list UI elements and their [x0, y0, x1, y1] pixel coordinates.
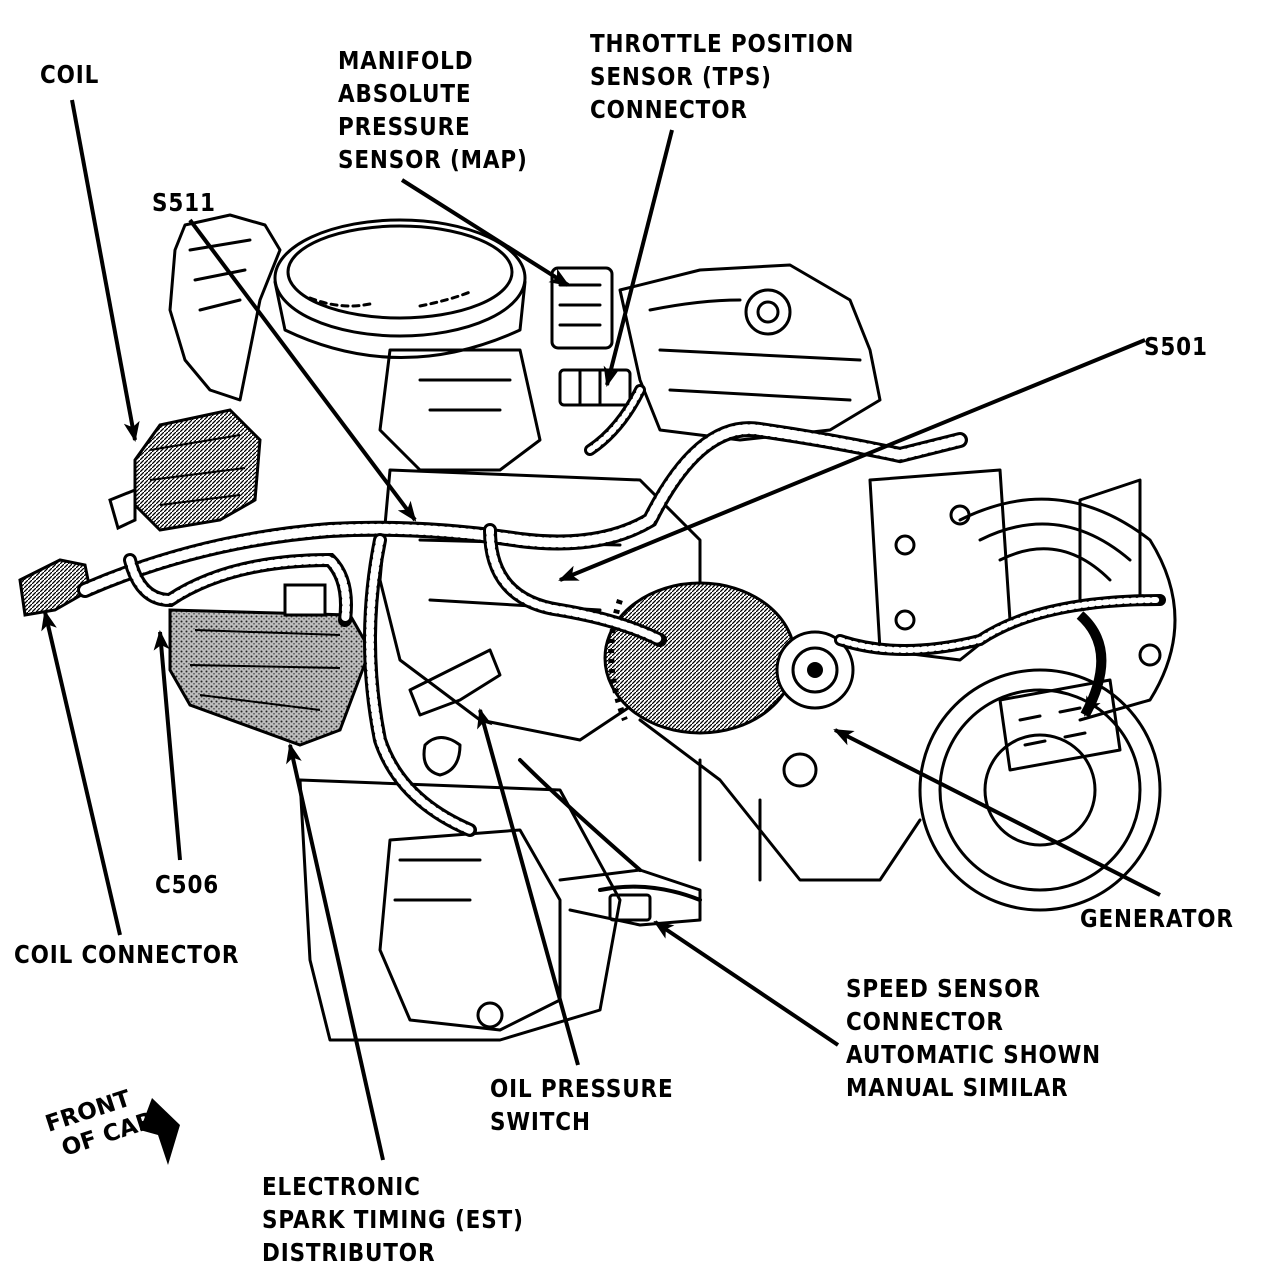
bracket	[998, 678, 1122, 772]
speed-sensor-leader	[653, 920, 840, 1047]
est-leader	[286, 743, 385, 1161]
label-s511: S511	[152, 188, 216, 217]
label-speed-sensor-connector: SPEED SENSOR CONNECTOR AUTOMATIC SHOWN M…	[846, 974, 1102, 1102]
label-est-distributor: ELECTRONIC SPARK TIMING (EST) DISTRIBUTO…	[262, 1172, 524, 1267]
engine-block	[378, 468, 702, 742]
est-distributor	[168, 583, 372, 747]
label-oil-pressure-switch: OIL PRESSURE SWITCH	[490, 1074, 674, 1136]
s501-leader	[558, 338, 1146, 582]
rotation-arrow	[1076, 611, 1107, 718]
label-s501: S501	[1144, 332, 1208, 361]
front-of-car-arrow	[140, 1098, 180, 1165]
intake-manifold	[168, 213, 282, 402]
generator	[603, 581, 855, 735]
fan-pulley	[958, 497, 1177, 722]
label-generator: GENERATOR	[1080, 904, 1234, 933]
oil-pressure-switch	[408, 648, 502, 717]
label-coil-connector: COIL CONNECTOR	[14, 940, 240, 969]
coil-leader	[70, 99, 140, 442]
leader-lines	[41, 99, 1161, 1161]
speed-sensor-bracket	[558, 868, 702, 927]
map-sensor	[550, 266, 614, 350]
generator-leader	[833, 728, 1161, 897]
tps-leader	[603, 129, 674, 387]
valve-cover	[618, 263, 882, 442]
c506-leader	[153, 630, 182, 861]
distributor-base	[378, 828, 562, 1032]
map-leader	[400, 178, 570, 287]
tps-connector	[558, 368, 632, 407]
label-map-sensor: MANIFOLD ABSOLUTE PRESSURE SENSOR (MAP)	[338, 46, 528, 174]
crank-pulley	[918, 668, 1162, 912]
label-c506: C506	[155, 870, 220, 899]
wiring-harness	[77, 384, 1166, 902]
coil-connector-leader	[41, 610, 122, 936]
air-cleaner	[273, 218, 527, 338]
label-coil: COIL	[40, 60, 100, 89]
engine-drawing	[168, 213, 1177, 1042]
s511-leader	[188, 218, 417, 522]
oil-pressure-leader	[477, 708, 580, 1066]
label-tps-connector: THROTTLE POSITION SENSOR (TPS) CONNECTOR	[590, 29, 855, 124]
coil	[108, 408, 262, 532]
